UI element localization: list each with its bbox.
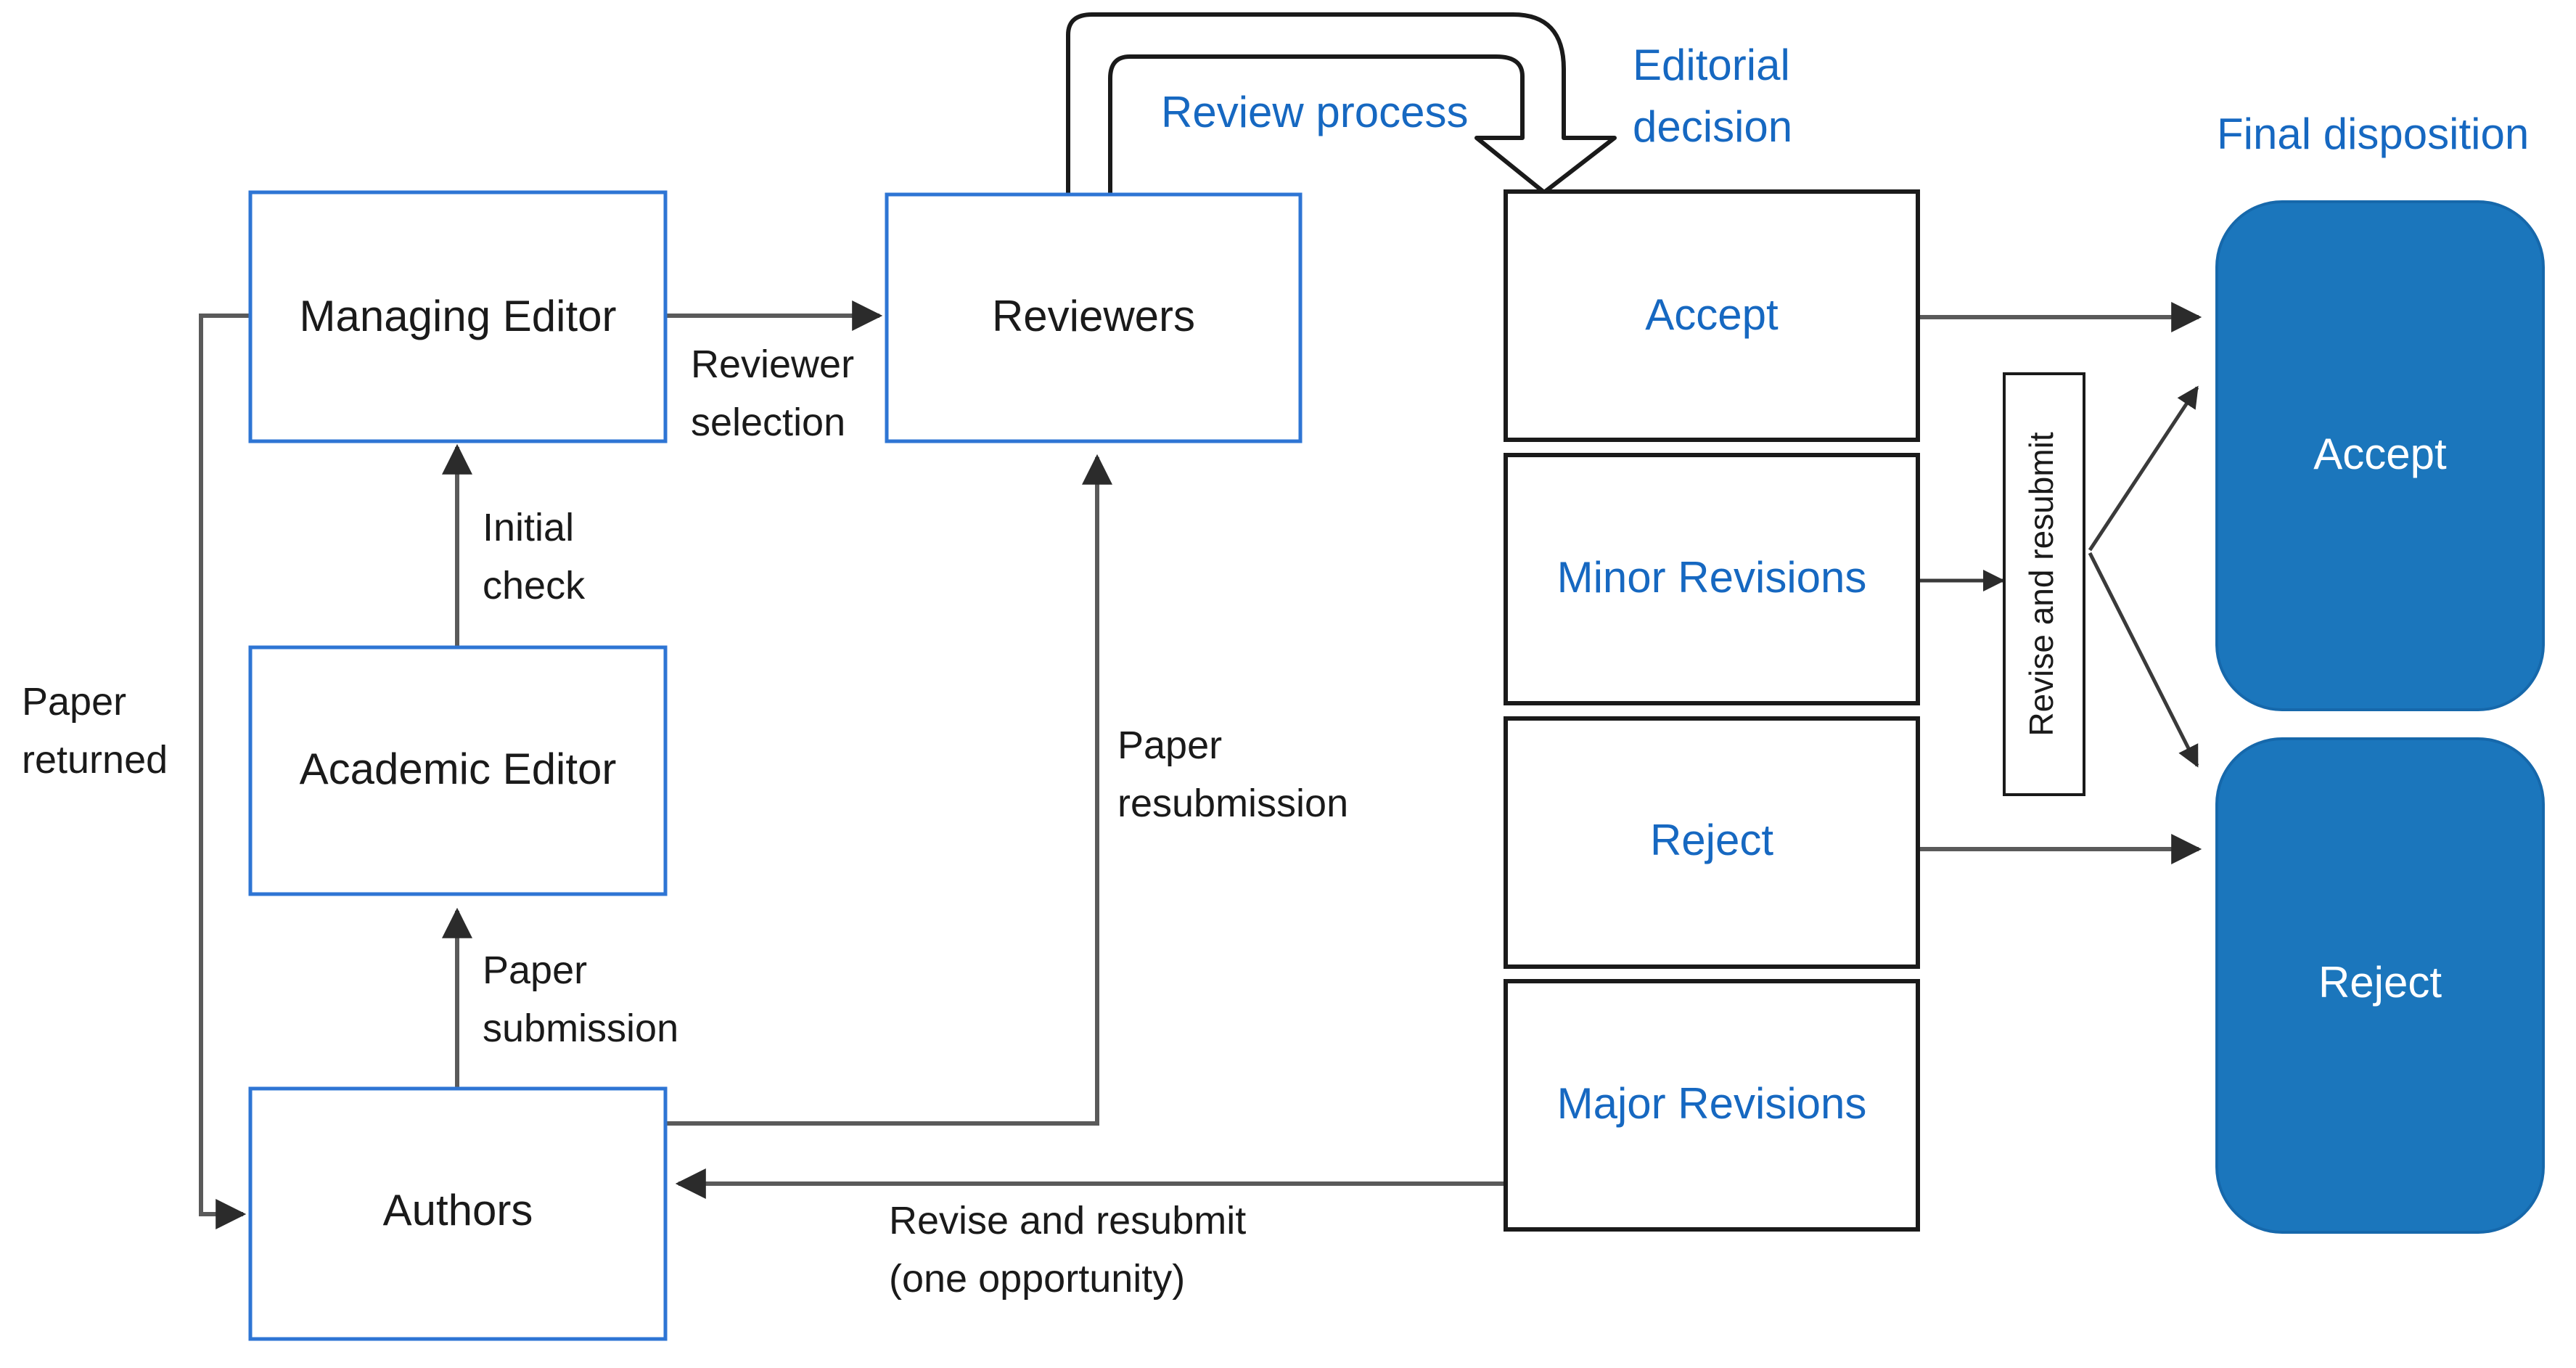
- edge-gate-to-final-accept: [2088, 385, 2199, 552]
- revise-and-resubmit-gate-label: Revise and resubmit: [2022, 432, 2060, 737]
- section-header-editorial-decision-line2: decision: [1633, 102, 1792, 151]
- edge-label-paper-returned-line2: returned: [22, 738, 168, 782]
- final-reject-label: Reject: [2318, 958, 2442, 1007]
- node-final-reject[interactable]: Reject: [2215, 737, 2545, 1234]
- decision-major-revisions-label: Major Revisions: [1557, 1079, 1867, 1128]
- node-decision-accept[interactable]: Accept: [1504, 189, 1920, 442]
- node-reviewers[interactable]: Reviewers: [885, 192, 1303, 443]
- edge-paper-resubmission: [665, 454, 1112, 1126]
- edge-label-paper-submission-line1: Paper: [483, 949, 587, 992]
- node-authors[interactable]: Authors: [248, 1086, 668, 1341]
- edge-label-paper-submission-line2: submission: [483, 1007, 678, 1050]
- section-header-editorial-decision-line1: Editorial: [1633, 41, 1790, 89]
- node-managing-editor[interactable]: Managing Editor: [248, 190, 668, 443]
- edge-label-initial-check-line1: Initial: [483, 506, 574, 549]
- section-header-review-process: Review process: [1161, 88, 1469, 136]
- edge-label-revise-resubmit-line1: Revise and resubmit: [889, 1199, 1246, 1242]
- edge-label-reviewer-selection-line1: Reviewer: [691, 343, 854, 386]
- edge-label-paper-resubmission-line2: resubmission: [1117, 782, 1348, 825]
- section-header-final-disposition: Final disposition: [2217, 110, 2529, 158]
- edge-label-paper-returned-line1: Paper: [22, 680, 126, 724]
- node-academic-editor[interactable]: Academic Editor: [248, 645, 668, 896]
- authors-label: Authors: [383, 1186, 533, 1234]
- node-decision-reject[interactable]: Reject: [1504, 716, 1920, 969]
- edge-label-paper-resubmission-line1: Paper: [1117, 724, 1222, 767]
- review-process-block-arrow: [1066, 12, 1617, 200]
- final-accept-label: Accept: [2313, 430, 2447, 478]
- node-revise-and-resubmit-gate[interactable]: Revise and resubmit: [2003, 372, 2085, 796]
- reviewers-label: Reviewers: [992, 292, 1195, 340]
- managing-editor-label: Managing Editor: [300, 292, 617, 340]
- edge-label-initial-check-line2: check: [483, 564, 586, 607]
- edge-gate-to-final-reject: [2088, 552, 2199, 768]
- edge-label-revise-resubmit-line2: (one opportunity): [889, 1257, 1185, 1301]
- decision-reject-label: Reject: [1650, 816, 1773, 864]
- node-decision-major-revisions[interactable]: Major Revisions: [1504, 979, 1920, 1232]
- edge-label-reviewer-selection-line2: selection: [691, 401, 845, 444]
- node-decision-minor-revisions[interactable]: Minor Revisions: [1504, 453, 1920, 705]
- node-final-accept[interactable]: Accept: [2215, 200, 2545, 711]
- academic-editor-label: Academic Editor: [300, 745, 617, 793]
- edge-paper-returned: [199, 314, 250, 1229]
- decision-minor-revisions-label: Minor Revisions: [1557, 553, 1867, 602]
- decision-accept-label: Accept: [1645, 290, 1779, 339]
